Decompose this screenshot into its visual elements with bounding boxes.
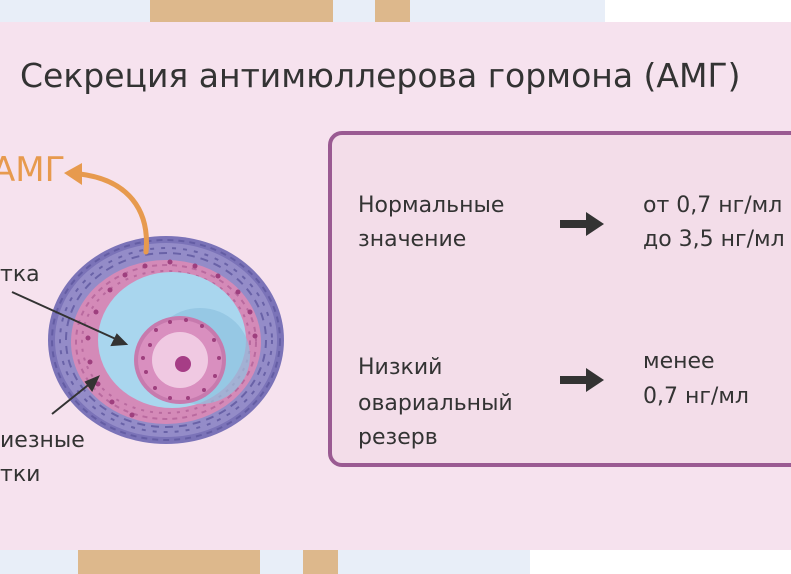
low-value-line2: 0,7 нг/мл xyxy=(643,384,749,409)
curved-arrow-icon xyxy=(64,163,149,255)
low-label-line3: резерв xyxy=(358,425,438,450)
low-value-line1: менее xyxy=(643,349,715,374)
page-title: Секреция антимюллерова гормона (АМГ) xyxy=(20,56,741,95)
background-bar-top-2 xyxy=(375,0,410,22)
right-arrow-icon xyxy=(560,368,604,392)
normal-label-line2: значение xyxy=(358,227,467,252)
granulosa-label-line2: тки xyxy=(0,462,41,487)
background-bar-bottom-1 xyxy=(78,550,260,574)
hormone-label: АМГ xyxy=(0,150,66,190)
background-bar-bottom-2 xyxy=(303,550,338,574)
normal-label-line1: Нормальные xyxy=(358,193,505,218)
normal-value-line1: от 0,7 нг/мл xyxy=(643,193,783,218)
granulosa-cell-texture xyxy=(75,264,257,420)
low-label-line2: овариальный xyxy=(358,391,513,416)
granulosa-dots xyxy=(85,259,258,418)
low-label-line1: Низкий xyxy=(358,355,443,380)
oocyte-label: тка xyxy=(0,262,40,287)
reference-values-panel xyxy=(328,131,791,467)
background-bar-top-1 xyxy=(150,0,333,22)
oocyte-nucleus xyxy=(175,356,191,372)
follicle-illustration xyxy=(11,163,284,444)
label-pointer-granulosa xyxy=(51,375,100,415)
label-pointer-oocyte xyxy=(11,291,129,347)
theca-cell-texture xyxy=(51,239,281,441)
normal-value-line2: до 3,5 нг/мл xyxy=(643,227,785,252)
right-arrow-icon xyxy=(560,212,604,236)
granulosa-label-line1: иезные xyxy=(0,428,85,453)
